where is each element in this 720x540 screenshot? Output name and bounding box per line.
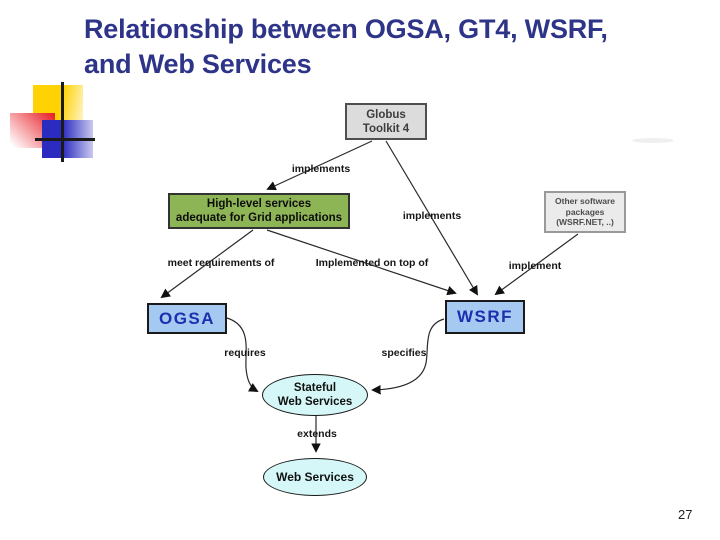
edge-label-requires: requires [224,347,266,359]
node-web-services-label: Web Services [276,470,354,484]
node-globus-toolkit-4-line1: Globus [366,108,406,121]
node-web-services: Web Services [263,458,367,496]
edge-label-extends: extends [297,428,337,440]
page-title: Relationship between OGSA, GT4, WSRF, an… [84,12,608,82]
decor-vertical-line [61,82,64,162]
node-high-level-services-line1: High-level services [206,198,312,210]
node-stateful-web-services-line2: Web Services [277,396,353,408]
edge-label-implements-2: implements [402,210,462,222]
node-wsrf-label: WSRF [456,307,514,326]
node-ogsa-label: OGSA [158,308,216,328]
faint-artifact-streak [632,138,674,143]
node-high-level-services-line2: adequate for Grid applications [175,212,343,224]
edge-label-implemented-on-top-of: Implemented on top of [315,257,429,269]
node-ogsa: OGSA [147,303,227,334]
decor-horizontal-line [35,138,95,141]
edge-label-implements-1: implements [291,163,351,175]
node-other-software-packages-line3: (WSRF.NET, ..) [556,217,614,228]
node-other-software-packages: Other software packages (WSRF.NET, ..) [544,191,626,233]
page-title-line1: Relationship between OGSA, GT4, WSRF, [84,14,608,44]
node-stateful-web-services: Stateful Web Services [262,374,368,416]
node-other-software-packages-line2: packages [565,206,605,217]
node-other-software-packages-line1: Other software [555,196,615,207]
node-high-level-services: High-level services adequate for Grid ap… [168,193,350,229]
node-globus-toolkit-4-line2: Toolkit 4 [362,122,410,135]
page-title-line2: and Web Services [84,49,312,79]
node-stateful-web-services-line1: Stateful [293,382,337,394]
edge-label-meet-requirements-of: meet requirements of [167,257,275,269]
edge-label-specifies: specifies [381,347,427,359]
node-wsrf: WSRF [445,300,525,334]
page-number: 27 [678,507,693,522]
node-globus-toolkit-4: Globus Toolkit 4 [345,103,427,140]
edge-label-implement: implement [508,260,562,272]
